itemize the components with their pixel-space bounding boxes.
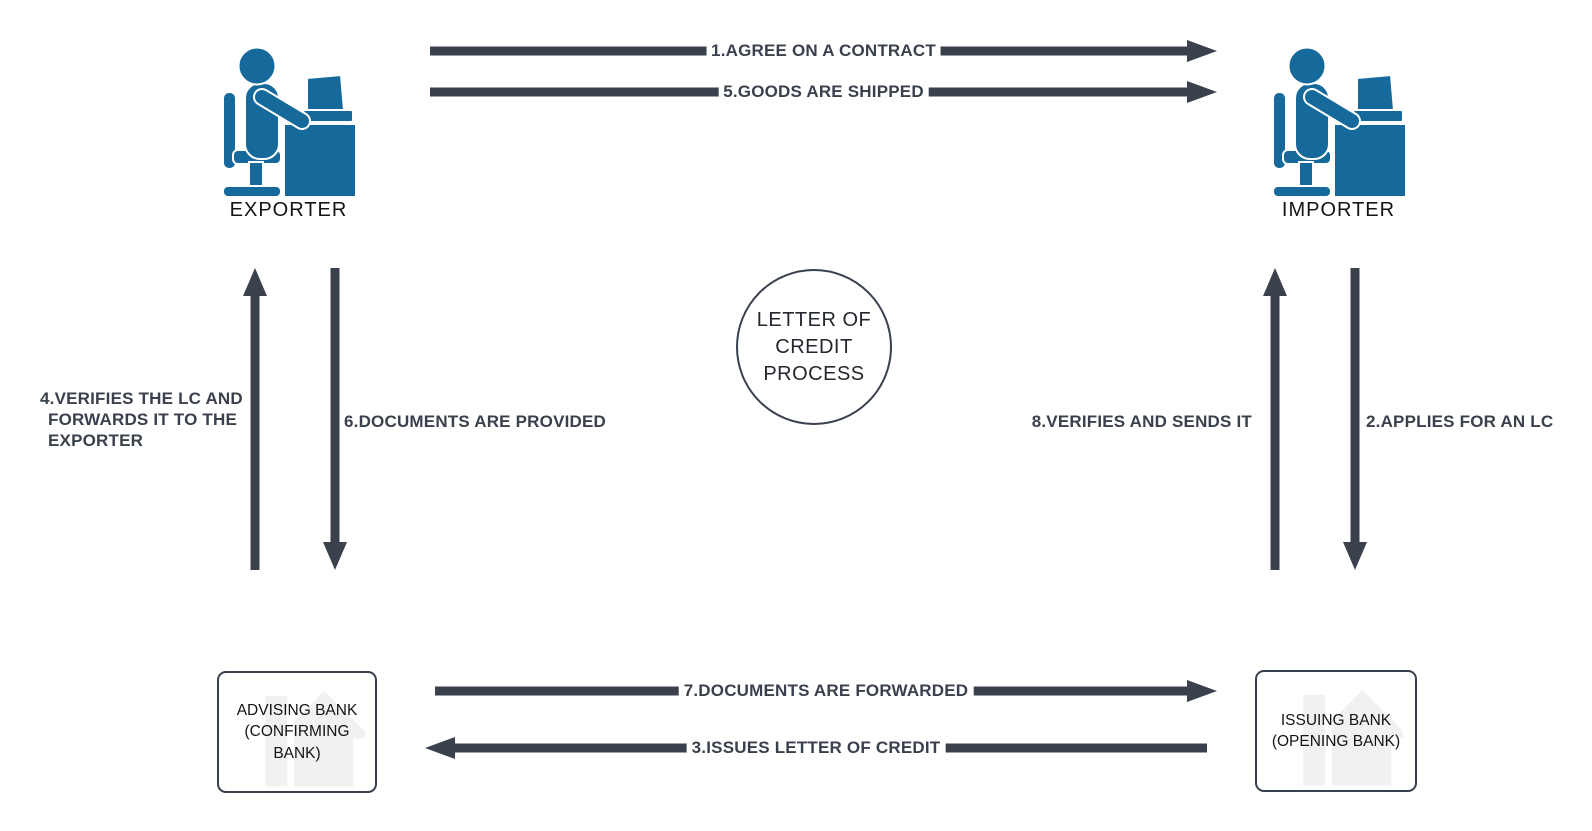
arrow-step4-up [242,268,268,570]
process-title-circle: LETTER OF CREDIT PROCESS [736,269,892,425]
house-icon [1303,689,1403,786]
advising-bank-label: ADVISING BANK (CONFIRMING BANK) [236,701,358,762]
arrow-head-up-icon [243,268,267,296]
step4-label: 4.VERIFIES THE LC AND FORWARDS IT TO THE… [40,389,243,450]
arrow-shaft [330,268,340,546]
importer-node: IMPORTER [1270,45,1407,222]
exporter-label: EXPORTER [229,199,348,221]
arrow-head-right-icon [1187,680,1217,702]
arrow-step7-documents-forwarded: 7.DOCUMENTS ARE FORWARDED [435,679,1217,703]
step3-label: 3.ISSUES LETTER OF CREDIT [686,738,946,758]
process-title: LETTER OF CREDIT PROCESS [756,308,872,385]
arrow-head-right-icon [1187,40,1217,62]
arrow-step8-up [1262,268,1288,570]
arrow-step5-goods-shipped: 5.GOODS ARE SHIPPED [430,80,1217,104]
arrow-step2-down [1342,268,1368,570]
arrow-head-down-icon [1343,542,1367,570]
arrow-shaft [1350,268,1360,546]
issuing-bank-node: ISSUING BANK (OPENING BANK) [1255,670,1417,792]
step5-label: 5.GOODS ARE SHIPPED [718,82,929,102]
importer-label: IMPORTER [1281,199,1396,221]
step7-label: 7.DOCUMENTS ARE FORWARDED [678,681,974,701]
step2-label: 2.APPLIES FOR AN LC [1366,412,1554,431]
arrow-step1-agree-contract: 1.AGREE ON A CONTRACT [430,39,1217,63]
arrow-head-down-icon [323,542,347,570]
arrow-step3-issues-lc: 3.ISSUES LETTER OF CREDIT [425,736,1207,760]
arrow-shaft [1270,292,1280,570]
advising-bank-node: ADVISING BANK (CONFIRMING BANK) [217,671,377,793]
arrow-shaft [250,292,260,570]
person-at-desk-icon [1272,46,1407,197]
house-icon [265,690,365,787]
arrow-step6-down [322,268,348,570]
arrow-head-right-icon [1187,81,1217,103]
person-at-desk-icon [222,46,357,197]
arrow-head-left-icon [425,737,455,759]
exporter-node: EXPORTER [220,45,357,222]
arrow-head-up-icon [1263,268,1287,296]
step1-label: 1.AGREE ON A CONTRACT [706,41,941,61]
step8-label: 8.VERIFIES AND SENDS IT [1031,412,1252,431]
step6-label: 6.DOCUMENTS ARE PROVIDED [344,412,607,431]
issuing-bank-label: ISSUING BANK (OPENING BANK) [1271,711,1401,750]
